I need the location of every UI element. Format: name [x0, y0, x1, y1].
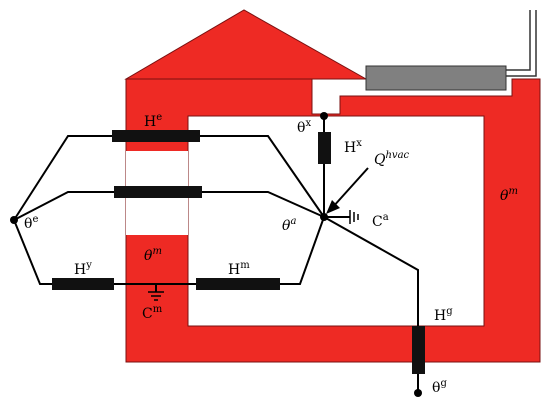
label-theta-a: θa: [282, 216, 296, 234]
wire-ag: [323, 216, 419, 392]
label-theta-x: θx: [297, 118, 311, 136]
node-theta-e: [10, 216, 18, 224]
resistor-window: [114, 186, 202, 198]
label-c-a: Ca: [372, 212, 389, 230]
building: [124, 9, 541, 363]
resistor-hm: [196, 278, 280, 290]
node-theta-g: [414, 389, 422, 397]
resistor-hx: [318, 132, 331, 164]
capacitor-ca-symbol: [349, 210, 359, 224]
ground-cm-symbol: [148, 291, 164, 301]
label-h-e: He: [144, 112, 162, 130]
node-theta-x: [320, 112, 328, 120]
label-h-g: Hg: [434, 306, 453, 324]
duct-pipe-inner: [506, 10, 537, 77]
label-q-hvac: Qhvac: [374, 150, 410, 168]
building-walls: [125, 78, 541, 363]
label-theta-m-left: θm: [144, 246, 162, 264]
resistor-hy: [52, 278, 114, 290]
nodes: [10, 112, 422, 397]
q-hvac-arrow: [326, 167, 369, 214]
resistor-hg: [412, 326, 425, 374]
label-h-m: Hm: [228, 260, 250, 278]
label-c-m: Cm: [142, 304, 163, 322]
duct-pipe: [506, 10, 531, 71]
label-theta-g: θg: [432, 378, 447, 396]
label-theta-m-right: θm: [500, 186, 518, 204]
label-theta-e: θe: [24, 214, 38, 232]
resistor-he: [112, 130, 200, 142]
resistors: [52, 130, 425, 374]
label-h-y: Hy: [74, 260, 92, 278]
roof: [124, 9, 368, 80]
hvac-unit: [365, 65, 507, 91]
wire-bottom-left: [13, 216, 325, 285]
node-theta-a: [320, 213, 328, 221]
label-h-x: Hx: [344, 138, 362, 156]
